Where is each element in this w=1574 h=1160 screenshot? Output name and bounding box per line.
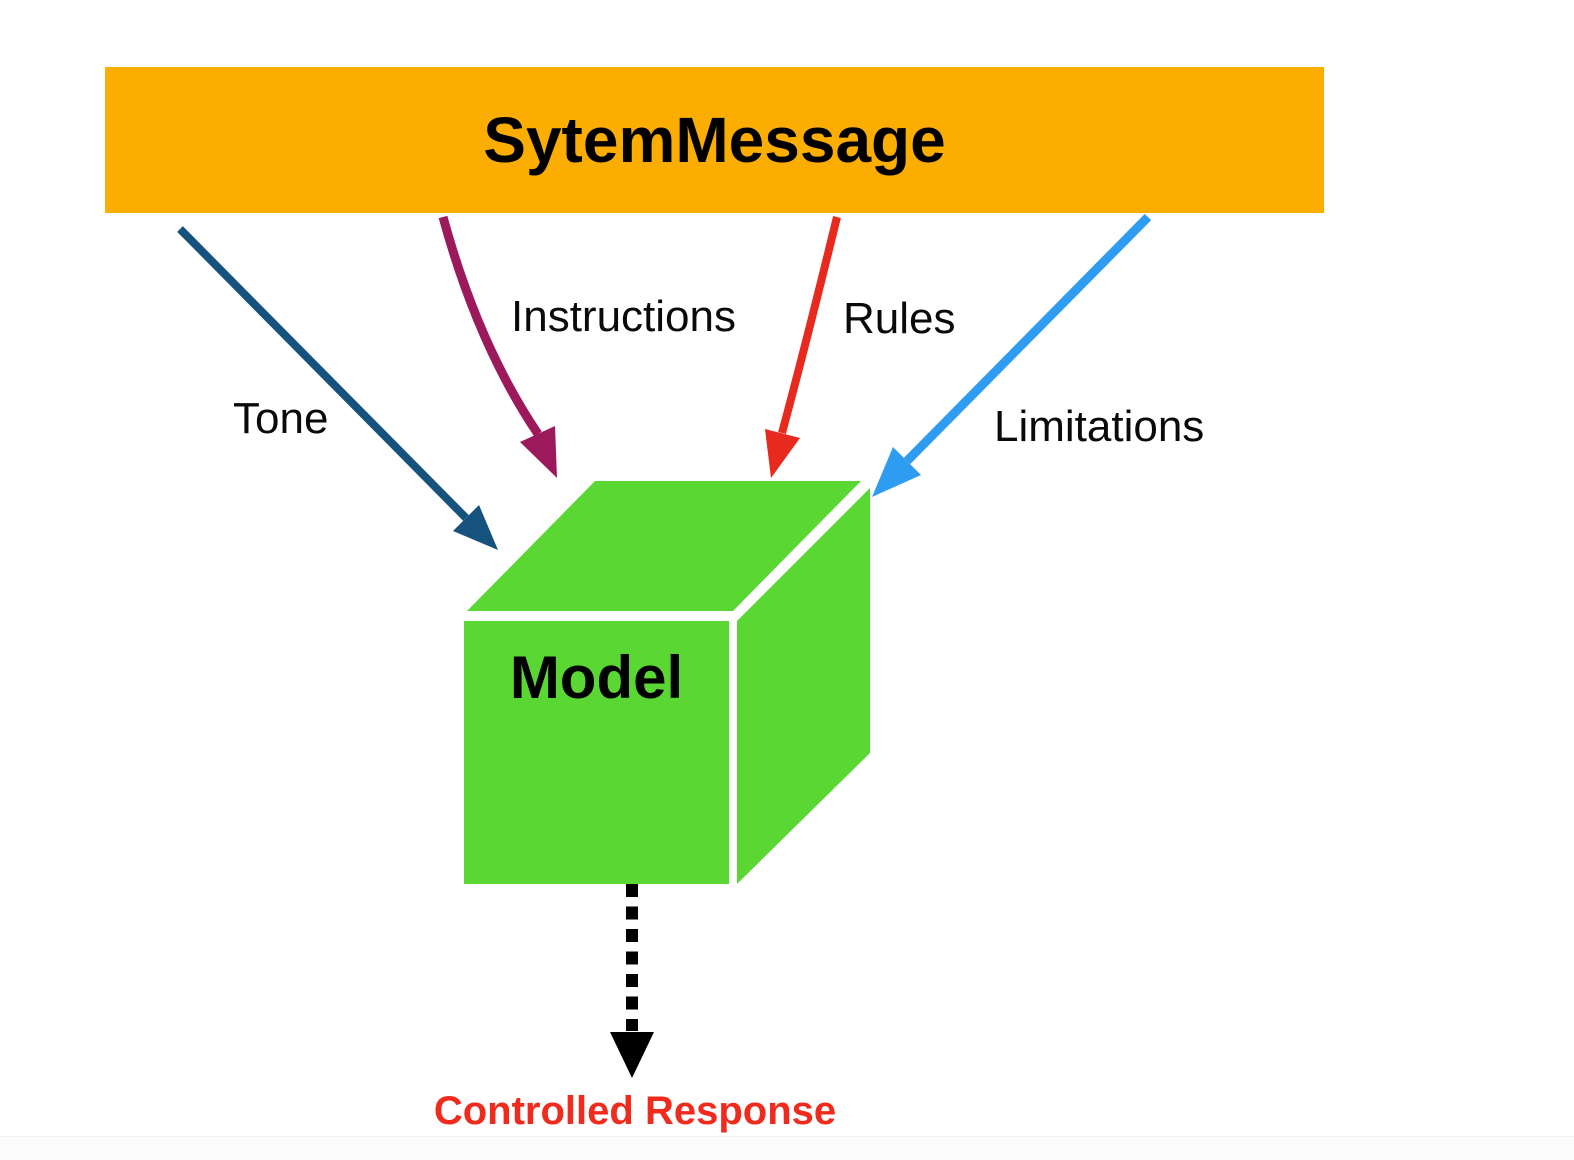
bottom-strip [0, 1136, 1574, 1160]
limitations-arrow-line [903, 213, 1152, 465]
limitations-arrow [872, 213, 1152, 497]
limitations-arrow-head [872, 447, 921, 497]
limitations-label: Limitations [994, 402, 1205, 451]
system-message-banner: SytemMessage [105, 67, 1324, 213]
response-arrow-head [610, 1032, 654, 1078]
rules-arrow-line [778, 216, 841, 435]
system-message-title: SytemMessage [483, 104, 946, 176]
rules-arrow [765, 216, 841, 478]
response-arrow [610, 884, 654, 1078]
model-cube-right-face [737, 488, 870, 884]
tone-label: Tone [233, 394, 329, 443]
model-cube-label: Model [509, 644, 684, 711]
instructions-arrow [438, 215, 557, 478]
tone-arrow [177, 226, 498, 550]
model-cube-front-face [464, 621, 729, 884]
model-cube [464, 481, 870, 884]
model-cube-top-face [467, 481, 861, 611]
tone-arrow-head [453, 505, 498, 550]
controlled-response-label: Controlled Response [433, 1089, 837, 1133]
tone-arrow-line [177, 226, 469, 521]
rules-label: Rules [843, 294, 956, 343]
instructions-label: Instructions [511, 292, 736, 341]
rules-arrow-head [765, 429, 800, 478]
instructions-arrow-line [438, 215, 542, 437]
instructions-arrow-head [520, 426, 557, 478]
